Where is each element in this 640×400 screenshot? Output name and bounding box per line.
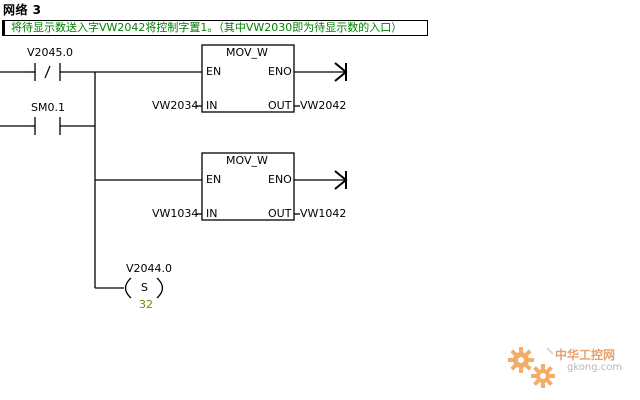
- contact1-nc[interactable]: [28, 60, 68, 84]
- watermark-logo: 中华工控网 gkong.com: [503, 342, 639, 398]
- network-title: 网络 3: [3, 3, 42, 17]
- mov-box1-frame: [201, 44, 295, 113]
- coil-right-arc: [156, 277, 164, 299]
- box1-out-value[interactable]: VW2042: [300, 99, 347, 112]
- box2-name: MOV_W: [226, 154, 268, 167]
- gear-icon: [508, 347, 555, 388]
- mov-box2-frame: [201, 152, 295, 221]
- box2-en-pin: EN: [206, 173, 222, 186]
- box1-out-pin: OUT: [268, 99, 292, 112]
- contact2-no[interactable]: [28, 114, 68, 138]
- watermark-url: gkong.com: [567, 362, 623, 373]
- box1-en-pin: EN: [206, 65, 222, 78]
- coil-count: 32: [139, 298, 153, 311]
- box1-in-value[interactable]: VW2034: [152, 99, 199, 112]
- network-comment-bar[interactable]: 将待显示数送入字VW2042将控制字置1。（其中VW2030即为待显示数的入口）: [2, 20, 428, 36]
- coil-address: V2044.0: [126, 262, 173, 275]
- box2-eno-pin: ENO: [268, 173, 292, 186]
- box1-name: MOV_W: [226, 46, 268, 59]
- coil-symbol: S: [141, 281, 148, 294]
- box2-out-pin: OUT: [268, 207, 292, 220]
- contact2-address: SM0.1: [31, 101, 65, 114]
- coil-left-arc: [124, 277, 132, 299]
- watermark-name: 中华工控网: [555, 348, 616, 362]
- box1-in-pin: IN: [206, 99, 218, 112]
- box2-in-pin: IN: [206, 207, 218, 220]
- box2-in-value[interactable]: VW1034: [152, 207, 199, 220]
- contact1-slash-icon: [44, 65, 51, 79]
- contact1-address: V2045.0: [27, 46, 74, 59]
- box1-eno-pin: ENO: [268, 65, 292, 78]
- network-comment: 将待显示数送入字VW2042将控制字置1。（其中VW2030即为待显示数的入口）: [11, 21, 403, 34]
- box2-out-value[interactable]: VW1042: [300, 207, 347, 220]
